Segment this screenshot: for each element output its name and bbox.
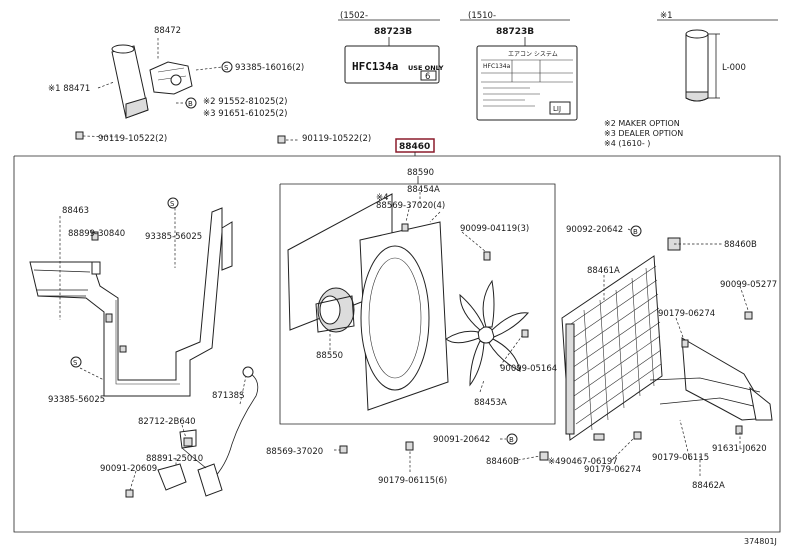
part-93385-56025-a[interactable]: 93385-56025 — [145, 232, 202, 242]
part-91631-j0620[interactable]: 91631-J0620 — [712, 444, 767, 454]
leader-lines — [59, 38, 749, 491]
part-91651-61025[interactable]: ※3 91651-61025(2) — [203, 109, 287, 119]
part-90179-06274-a[interactable]: 90179-06274 — [658, 309, 715, 319]
svg-text:S: S — [224, 64, 229, 72]
part-88550[interactable]: 88550 — [316, 351, 343, 361]
fan-blade-drawing — [445, 279, 529, 387]
svg-text:L-000: L-000 — [722, 63, 746, 73]
svg-text:88723B: 88723B — [374, 27, 412, 37]
part-88590[interactable]: 88590 — [407, 168, 434, 178]
part-88569-37020-4[interactable]: 88569-37020(4) — [376, 201, 445, 211]
condenser-drawing — [561, 255, 663, 441]
part-88463[interactable]: 88463 — [62, 206, 89, 216]
part-90099-04119[interactable]: 90099-04119(3) — [460, 224, 529, 234]
svg-text:LIJ: LIJ — [553, 105, 561, 113]
svg-text:※1: ※1 — [660, 11, 673, 21]
svg-text:※4 (1610- ): ※4 (1610- ) — [604, 139, 650, 148]
svg-text:88723B: 88723B — [496, 27, 534, 37]
part-88569-37020[interactable]: 88569-37020 — [266, 447, 323, 457]
part-88454a[interactable]: 88454A — [407, 185, 440, 195]
assembly-frame: 88460 — [13, 138, 781, 533]
part-90099-05277[interactable]: 90099-05277 — [720, 280, 777, 290]
svg-text:B: B — [188, 100, 193, 108]
right-bracket-drawing — [649, 337, 773, 421]
part-88899-30840[interactable]: 88899-30840 — [68, 229, 125, 239]
part-90179-06115-6[interactable]: 90179-06115(6) — [378, 476, 447, 486]
svg-text:S: S — [170, 200, 175, 208]
part-82712-2b640[interactable]: 82712-2B640 — [138, 417, 196, 427]
svg-text:(1502-: (1502- — [340, 11, 368, 21]
callout-88460[interactable]: 88460 — [399, 142, 430, 152]
part-90091-20642[interactable]: 90091-20642 — [433, 435, 490, 445]
svg-text:6: 6 — [425, 72, 430, 82]
svg-text:エアコン システム: エアコン システム — [508, 51, 558, 58]
part-90092-20642[interactable]: 90092-20642 — [566, 225, 623, 235]
part-90091-20609[interactable]: 90091-20609 — [100, 464, 157, 474]
label-88723b-1502: (1502- 88723B HFC134a USE ONLY 6 — [338, 11, 444, 84]
fan-shroud-frame — [279, 176, 556, 425]
svg-text:HFC134a: HFC134a — [352, 60, 398, 73]
part-87138s[interactable]: 87138S — [212, 391, 244, 401]
part-90099-05164[interactable]: 90099-05164 — [500, 364, 557, 374]
svg-text:USE ONLY: USE ONLY — [408, 64, 444, 72]
part-93385-16016[interactable]: 93385-16016(2) — [235, 63, 304, 73]
svg-text:B: B — [509, 436, 514, 444]
part-88460b-bottom[interactable]: 88460B — [486, 457, 519, 467]
part-note4[interactable]: ※4 — [376, 193, 389, 203]
receiver-dryer-drawing — [111, 44, 193, 119]
part-88461a[interactable]: 88461A — [587, 266, 620, 276]
svg-text:S: S — [73, 359, 78, 367]
part-93385-56025-b[interactable]: 93385-56025 — [48, 395, 105, 405]
part-90119-10522-b[interactable]: 90119-10522(2) — [302, 134, 371, 144]
part-88460b-top[interactable]: 88460B — [724, 240, 757, 250]
label-88723b-1510: (1510- 88723B エアコン システム HFC134a LIJ — [460, 11, 578, 121]
can-drawing: ※1 L-000 — [657, 11, 778, 102]
part-88471[interactable]: ※1 88471 — [48, 84, 90, 94]
svg-text:※3 DEALER OPTION: ※3 DEALER OPTION — [604, 129, 683, 138]
part-labels: 88472 93385-16016(2) ※1 88471 ※2 91552-8… — [48, 26, 777, 491]
svg-text:※2 MAKER OPTION: ※2 MAKER OPTION — [604, 119, 680, 128]
figure-id: 374801J — [744, 537, 777, 546]
part-88891-25010[interactable]: 88891-25010 — [146, 454, 203, 464]
part-90179-06274-b[interactable]: 90179-06274 — [584, 465, 641, 475]
svg-text:HFC134a: HFC134a — [483, 63, 511, 70]
pipe-bracket-drawing — [29, 207, 233, 397]
svg-text:(1510-: (1510- — [468, 11, 496, 21]
part-91552-81025[interactable]: ※2 91552-81025(2) — [203, 97, 287, 107]
fan-shroud-drawing — [287, 193, 449, 411]
circle-marks: S B S S B B — [70, 61, 642, 445]
part-88462a[interactable]: 88462A — [692, 481, 725, 491]
part-90467-06197[interactable]: ※490467-06197 — [548, 457, 618, 467]
part-90179-06115[interactable]: 90179-06115 — [652, 453, 709, 463]
svg-text:B: B — [633, 228, 638, 236]
part-88472[interactable]: 88472 — [154, 26, 181, 36]
part-90119-10522-a[interactable]: 90119-10522(2) — [98, 134, 167, 144]
legend-notes: ※2 MAKER OPTION ※3 DEALER OPTION ※4 (161… — [604, 119, 683, 148]
part-88453a[interactable]: 88453A — [474, 398, 507, 408]
